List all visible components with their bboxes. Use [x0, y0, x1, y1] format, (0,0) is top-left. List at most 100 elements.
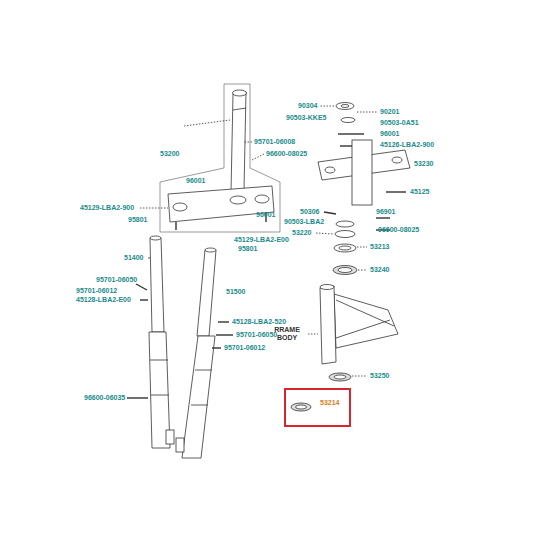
fork-bolt — [136, 284, 147, 290]
part-number: 90503-LBA2 — [284, 218, 324, 226]
part-number: 53213 — [370, 243, 389, 251]
part-number: RRAME BODY — [270, 326, 304, 342]
clamp-center — [230, 196, 246, 204]
bracket-bolt — [376, 217, 390, 218]
right-fork-cap — [205, 248, 216, 252]
part-number: 95701-06012 — [224, 344, 265, 352]
washer — [341, 118, 355, 123]
bearing-ring — [335, 231, 355, 238]
right-fork-leg — [182, 336, 215, 458]
leader-line — [244, 142, 252, 143]
fork-bolt — [218, 321, 229, 322]
part-number: 95701-06050 — [96, 276, 137, 284]
fork-bolt — [140, 299, 148, 300]
left-axle-lug — [166, 430, 174, 444]
dust-seal-ring — [291, 403, 311, 411]
leader-line — [357, 112, 377, 113]
part-number: 90503-0A51 — [380, 119, 419, 127]
steering-stem — [231, 92, 246, 192]
leader-line — [140, 208, 168, 209]
frame-rails — [334, 294, 398, 348]
stem-ring — [233, 108, 246, 110]
fork-bolt — [216, 334, 233, 335]
leader-line — [320, 106, 334, 107]
fork-ring — [191, 405, 208, 406]
leader-line — [316, 233, 334, 234]
part-number: 95801 — [238, 245, 257, 253]
part-number: 45128-LBA2-520 — [232, 318, 286, 326]
part-number: 96901 — [376, 208, 395, 216]
bracket-hole — [325, 167, 335, 173]
fork-bolt — [212, 347, 221, 348]
part-number: 45126-LBA2-900 — [380, 141, 434, 149]
ball-race — [333, 266, 357, 275]
top-bolt — [338, 133, 364, 134]
part-number: 96600-08025 — [378, 226, 419, 234]
lower-race — [329, 373, 351, 381]
leader-line — [352, 376, 367, 377]
leader-line — [357, 247, 367, 248]
part-number: 96600-08025 — [266, 150, 307, 158]
right-fork-tube — [197, 250, 216, 336]
part-number: 45129-LBA2-900 — [80, 204, 134, 212]
part-number: 53250 — [370, 372, 389, 380]
part-number: 51500 — [226, 288, 245, 296]
bearing-cone — [334, 244, 356, 252]
part-number: 53220 — [292, 229, 311, 237]
clamp-bolt — [175, 222, 176, 230]
part-number: 95701-06008 — [254, 138, 295, 146]
part-number: 53200 — [160, 150, 179, 158]
fork-ring — [195, 370, 212, 371]
part-number: 50306 — [300, 208, 319, 216]
bracket-hole — [392, 157, 402, 163]
leader-line — [308, 334, 318, 335]
highlight-box: 53214 — [284, 388, 351, 427]
part-number: 95701-06050 — [236, 331, 277, 339]
top-bracket-riser — [352, 140, 372, 205]
clamp-hole — [173, 203, 187, 211]
part-number: 96600-06035 — [84, 394, 125, 402]
part-number: 95801 — [128, 216, 147, 224]
fork-ring — [150, 360, 168, 361]
part-number: 45128-LBA2-E00 — [76, 296, 131, 304]
part-number: 53240 — [370, 266, 389, 274]
leader-line — [252, 154, 264, 160]
drain-bolt — [127, 397, 148, 398]
ball-race-hole — [338, 268, 352, 273]
part-number: 51400 — [124, 254, 143, 262]
part-number: 96001 — [256, 211, 275, 219]
lower-race-hole — [334, 375, 346, 379]
frame-rail — [336, 320, 390, 338]
stem-top — [233, 90, 247, 96]
group-outline — [160, 84, 280, 232]
lock-nut — [336, 221, 354, 227]
part-number: 45129-LBA2-E00 — [234, 236, 289, 244]
bracket-bolt — [386, 191, 406, 192]
part-number: 90503-KKE5 — [286, 114, 326, 122]
dust-seal-hole — [296, 405, 307, 409]
bearing-cone-hole — [339, 246, 351, 250]
part-number: 90304 — [298, 102, 317, 110]
top-nut — [336, 103, 354, 110]
leader-line — [148, 258, 150, 259]
left-fork-cap — [150, 236, 161, 240]
right-axle-lug — [176, 438, 184, 452]
callout-number: 53214 — [320, 399, 339, 407]
bracket-bolt — [324, 212, 336, 214]
part-number: 96001 — [186, 177, 205, 185]
part-number: 90201 — [380, 108, 399, 116]
clamp-hole — [255, 195, 269, 203]
part-number: 96001 — [380, 130, 399, 138]
top-nut-hole — [341, 105, 349, 108]
frame-rail — [336, 300, 394, 326]
leader-line — [358, 270, 367, 271]
left-fork-tube — [150, 238, 164, 332]
part-number: 53230 — [414, 160, 433, 168]
head-tube — [320, 286, 336, 364]
head-tube-top — [320, 285, 334, 290]
fork-ring — [151, 395, 169, 396]
part-number: 45125 — [410, 188, 429, 196]
